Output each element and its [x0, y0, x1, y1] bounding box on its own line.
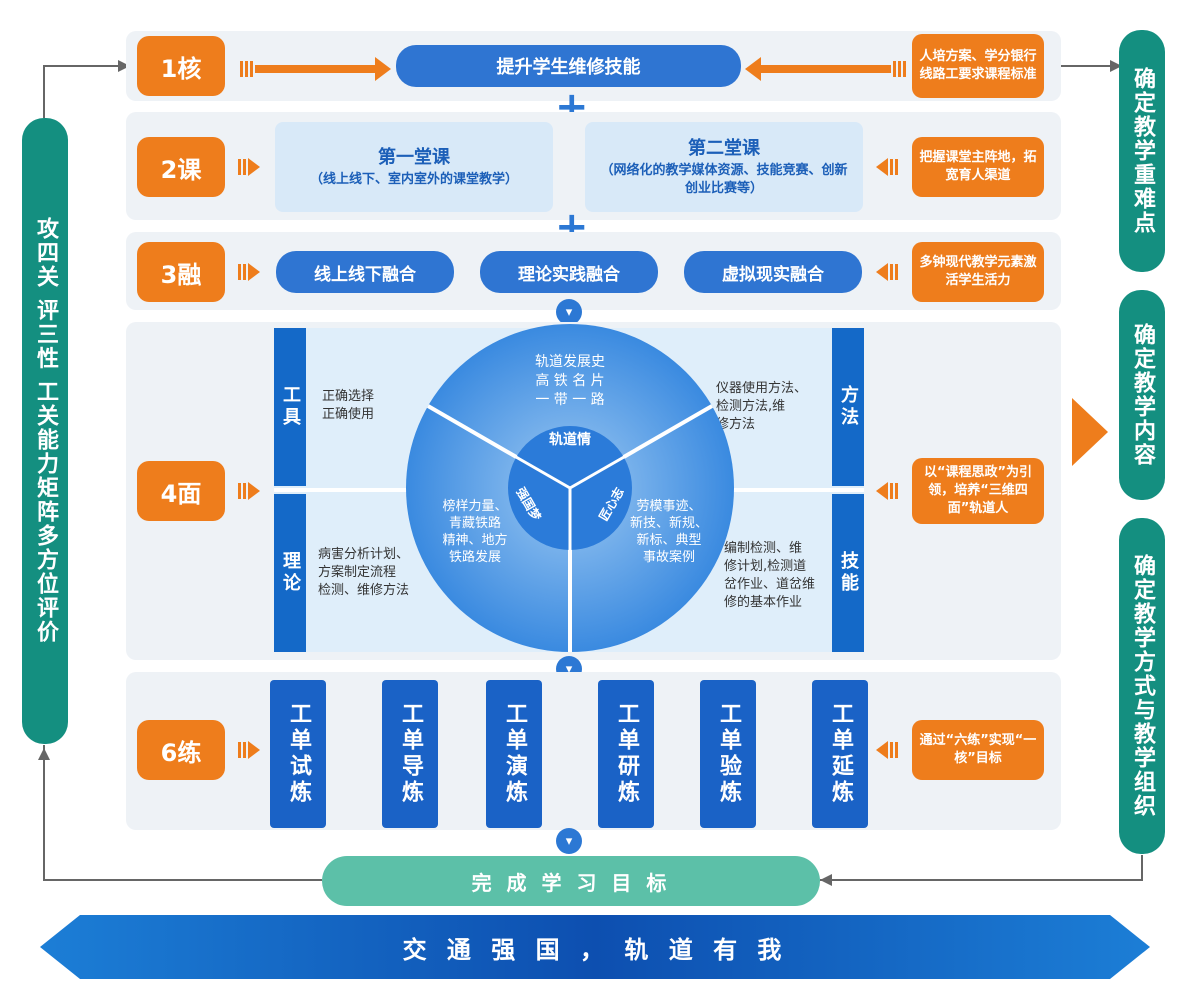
slogan-banner	[40, 915, 1150, 979]
row1-right-arrow-icon	[745, 57, 906, 81]
row1-label: 1核	[137, 36, 225, 96]
right-bar-method-text: 确定教学方式与教学组织	[1130, 554, 1155, 818]
practice-item-5-text: 工单验炼	[716, 702, 741, 806]
second-class-subtitle: （网络化的教学媒体资源、技能竞赛、创新创业比赛等）	[600, 163, 848, 196]
fusion-item-2: 理论实践融合	[480, 251, 658, 293]
practice-item-6: 工单延炼	[812, 680, 868, 828]
right-bar-key-points: 确定教学重难点	[1119, 30, 1165, 272]
row2-label: 2课	[137, 137, 225, 197]
row3-note: 多钟现代教学元素激活学生活力	[912, 242, 1044, 302]
core-goal-pill: 提升学生维修技能	[396, 45, 741, 87]
row6-label: 6练	[137, 720, 225, 780]
skill-bar: 技能	[832, 494, 864, 652]
slogan-text: 交 通 强 国 ， 轨 道 有 我	[402, 935, 788, 964]
chevron-down-icon-3: ▾	[556, 828, 582, 854]
row1-note: 人培方案、学分银行线路工要求课程标准	[912, 34, 1044, 98]
first-class-subtitle: （线上线下、室内室外的课堂教学）	[309, 172, 518, 187]
row2-note: 把握课堂主阵地，拓宽育人渠道	[912, 137, 1044, 197]
row2-right-arrow-icon	[876, 158, 898, 176]
practice-item-4: 工单研炼	[598, 680, 654, 828]
row4-right-arrow-icon	[876, 482, 898, 500]
skill-text: 编制检测、维 修计划,检测道 岔作业、道岔维 修的基本作业	[724, 541, 816, 610]
learning-goal-pill: 完 成 学 习 目 标	[322, 856, 820, 906]
row3-label: 3融	[137, 242, 225, 302]
fusion-item-3: 虚拟现实融合	[684, 251, 862, 293]
learning-goal-text: 完 成 学 习 目 标	[471, 870, 671, 895]
theory-text: 病害分析计划、 方案制定流程 检测、维修方法	[318, 547, 410, 598]
chevron-down-icon-1: ▾	[556, 299, 582, 325]
left-evaluation-bar: 攻四关 评三性 工关能力矩阵多方位评价	[22, 118, 68, 744]
row6-right-arrow-icon	[876, 741, 898, 759]
second-class-card: 第二堂课 （网络化的教学媒体资源、技能竞赛、创新创业比赛等）	[585, 122, 863, 212]
hub-top-label: 轨道情	[549, 432, 591, 448]
left-evaluation-text: 攻四关 评三性 工关能力矩阵多方位评价	[33, 217, 58, 645]
circle-right-text: 劳模事迹、 新技、新规、 新标、典型 事故案例	[629, 499, 708, 565]
right-pointer-icon	[1072, 398, 1108, 466]
practice-item-4-text: 工单研炼	[614, 702, 639, 806]
row6-arrow-icon	[238, 741, 260, 759]
first-class-card: 第一堂课 （线上线下、室内室外的课堂教学）	[275, 122, 553, 212]
practice-item-2: 工单导炼	[382, 680, 438, 828]
right-bar-method: 确定教学方式与教学组织	[1119, 518, 1165, 854]
second-class-title: 第二堂课	[688, 138, 760, 159]
theory-bar: 理论	[274, 494, 306, 652]
practice-item-5: 工单验炼	[700, 680, 756, 828]
row1-left-arrow-icon	[240, 57, 391, 81]
row4-label: 4面	[137, 461, 225, 521]
right-bar-key-points-text: 确定教学重难点	[1130, 67, 1155, 235]
circle-top-text: 轨道发展史 高 铁 名 片 一 带 一 路	[535, 354, 605, 408]
method-text: 仪器使用方法、 检测方法,维 修方法	[716, 381, 808, 432]
right-bar-content-text: 确定教学内容	[1130, 323, 1155, 467]
fusion-item-1: 线上线下融合	[276, 251, 454, 293]
ideology-circle	[406, 324, 734, 652]
tools-text: 正确选择 正确使用	[322, 389, 375, 422]
row3-arrow-icon	[238, 263, 260, 281]
circle-left-text: 榜样力量、 青藏铁路 精神、地方 铁路发展	[442, 499, 508, 565]
row6-note: 通过“六练”实现“一核”目标	[912, 720, 1044, 780]
row3-right-arrow-icon	[876, 263, 898, 281]
practice-item-2-text: 工单导炼	[398, 702, 423, 806]
tools-bar: 工具	[274, 328, 306, 486]
practice-item-1: 工单试炼	[270, 680, 326, 828]
right-bar-content: 确定教学内容	[1119, 290, 1165, 500]
practice-item-3: 工单演炼	[486, 680, 542, 828]
row4-arrow-icon	[238, 482, 260, 500]
row2-arrow-icon	[238, 158, 260, 176]
row4-note: 以“课程思政”为引领，培养“三维四面”轨道人	[912, 458, 1044, 524]
practice-item-1-text: 工单试炼	[286, 702, 311, 806]
practice-item-6-text: 工单延炼	[828, 702, 853, 806]
method-bar: 方法	[832, 328, 864, 486]
first-class-title: 第一堂课	[378, 147, 450, 168]
practice-item-3-text: 工单演炼	[502, 702, 527, 806]
